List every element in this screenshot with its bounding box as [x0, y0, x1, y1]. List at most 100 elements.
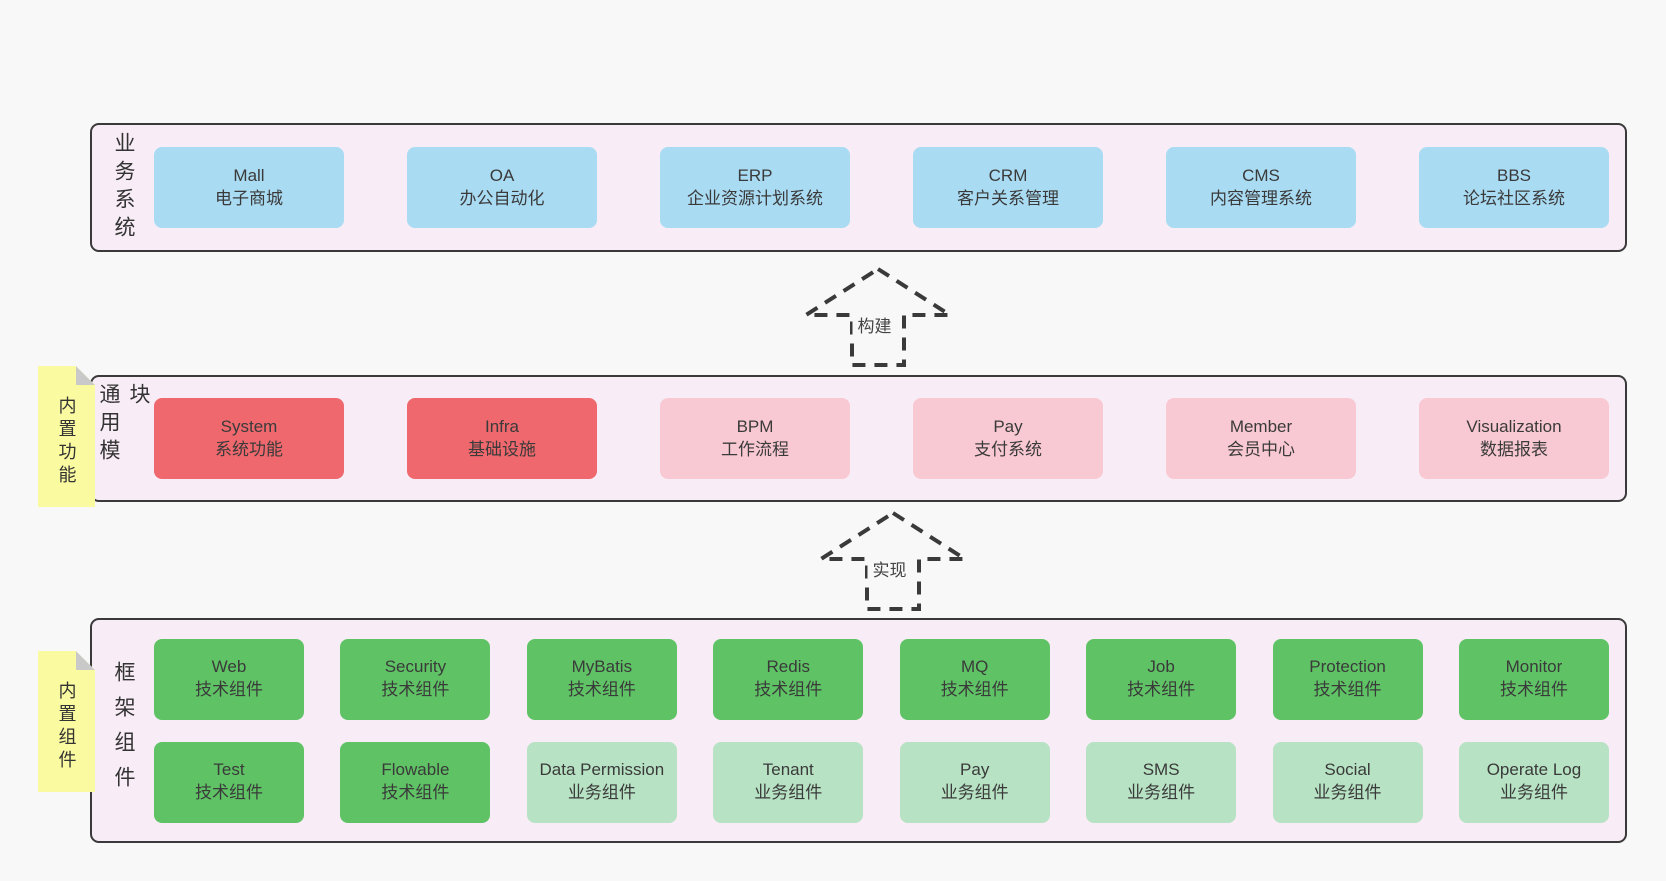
sticky-note-builtin-components: 内置组件 — [38, 651, 95, 792]
box-subtitle: 技术组件 — [381, 783, 450, 802]
box-title: Monitor — [1505, 657, 1563, 677]
box-subtitle: 业务组件 — [940, 783, 1009, 802]
box-subtitle: 技术组件 — [940, 680, 1009, 699]
box-subtitle: 系统功能 — [215, 439, 283, 459]
box-cms: CMS 内容管理系统 — [1166, 147, 1356, 228]
box-system: System 系统功能 — [154, 398, 344, 479]
layer-label-business: 业务系统 — [112, 131, 135, 244]
box-flowable: Flowable 技术组件 — [340, 741, 491, 823]
sticky-note-label: 内置功能 — [56, 395, 77, 488]
arrow-build-label: 构建 — [852, 310, 897, 340]
box-operate-log: Operate Log 业务组件 — [1458, 741, 1609, 823]
box-subtitle: 内容管理系统 — [1210, 188, 1312, 208]
box-oa: OA 办公自动化 — [407, 147, 597, 228]
box-bpm: BPM 工作流程 — [660, 398, 850, 479]
box-visualization: Visualization 数据报表 — [1419, 398, 1609, 479]
box-subtitle: 办公自动化 — [459, 188, 545, 208]
box-subtitle: 客户关系管理 — [957, 188, 1059, 208]
box-title: MyBatis — [571, 657, 633, 677]
box-pay: Pay 业务组件 — [899, 741, 1050, 823]
box-title: MQ — [960, 657, 989, 677]
box-title: Infra — [484, 416, 520, 436]
box-subtitle: 技术组件 — [195, 783, 263, 802]
dashed-up-arrow-icon — [803, 266, 953, 367]
box-title: Web — [211, 657, 247, 677]
box-infra: Infra 基础设施 — [407, 398, 597, 479]
box-title: BBS — [1496, 165, 1532, 185]
arrow-implement-up: 实现 — [818, 510, 968, 612]
box-title: CRM — [988, 165, 1028, 185]
box-title: Pay — [993, 416, 1023, 436]
box-title: Test — [213, 760, 245, 780]
box-title: CMS — [1242, 165, 1280, 185]
layer-label-components: 框架组件 — [112, 660, 135, 801]
box-title: ERP — [737, 165, 773, 185]
box-title: Visualization — [1466, 416, 1562, 436]
box-subtitle: 电子商城 — [215, 188, 283, 208]
box-title: System — [220, 416, 278, 436]
arrow-build-up: 构建 — [803, 266, 953, 368]
box-subtitle: 会员中心 — [1227, 439, 1295, 459]
box-title: Flowable — [381, 760, 450, 780]
box-title: Tenant — [762, 760, 814, 780]
box-subtitle: 工作流程 — [721, 439, 789, 459]
dashed-up-arrow-icon — [818, 510, 968, 611]
box-mybatis: MyBatis 技术组件 — [526, 638, 677, 720]
box-subtitle: 技术组件 — [1313, 680, 1382, 699]
layer-label-modules: 通用模块 — [97, 383, 150, 467]
box-subtitle: 业务组件 — [1127, 783, 1196, 802]
box-bbs: BBS 论坛社区系统 — [1419, 147, 1609, 228]
box-sms: SMS 业务组件 — [1086, 741, 1237, 823]
box-monitor: Monitor 技术组件 — [1458, 638, 1609, 720]
box-subtitle: 论坛社区系统 — [1463, 188, 1565, 208]
box-subtitle: 技术组件 — [567, 680, 636, 699]
box-tenant: Tenant 业务组件 — [713, 741, 864, 823]
sticky-note-builtin-features: 内置功能 — [38, 366, 95, 507]
box-title: BPM — [736, 416, 774, 436]
arrow-implement-label: 实现 — [867, 554, 912, 584]
box-mall: Mall 电子商城 — [154, 147, 344, 228]
box-crm: CRM 客户关系管理 — [913, 147, 1103, 228]
box-subtitle: 业务组件 — [754, 783, 823, 802]
box-title: Social — [1324, 760, 1371, 780]
box-title: SMS — [1142, 760, 1180, 780]
box-title: Operate Log — [1486, 760, 1582, 780]
box-title: Mall — [233, 165, 265, 185]
box-title: Pay — [960, 760, 990, 780]
box-title: Protection — [1309, 657, 1386, 677]
box-subtitle: 基础设施 — [468, 439, 536, 459]
box-mq: MQ 技术组件 — [899, 638, 1050, 720]
box-title: OA — [489, 165, 515, 185]
box-title: Security — [384, 657, 447, 677]
sticky-note-label: 内置组件 — [56, 680, 77, 773]
box-test: Test 技术组件 — [154, 741, 304, 823]
box-protection: Protection 技术组件 — [1272, 638, 1423, 720]
box-title: Data Permission — [539, 760, 665, 780]
box-subtitle: 技术组件 — [1499, 680, 1568, 699]
box-subtitle: 技术组件 — [754, 680, 823, 699]
box-title: Job — [1147, 657, 1175, 677]
box-subtitle: 业务组件 — [567, 783, 636, 802]
box-data-permission: Data Permission 业务组件 — [526, 741, 677, 823]
box-subtitle: 数据报表 — [1480, 439, 1548, 459]
box-subtitle: 业务组件 — [1499, 783, 1568, 802]
